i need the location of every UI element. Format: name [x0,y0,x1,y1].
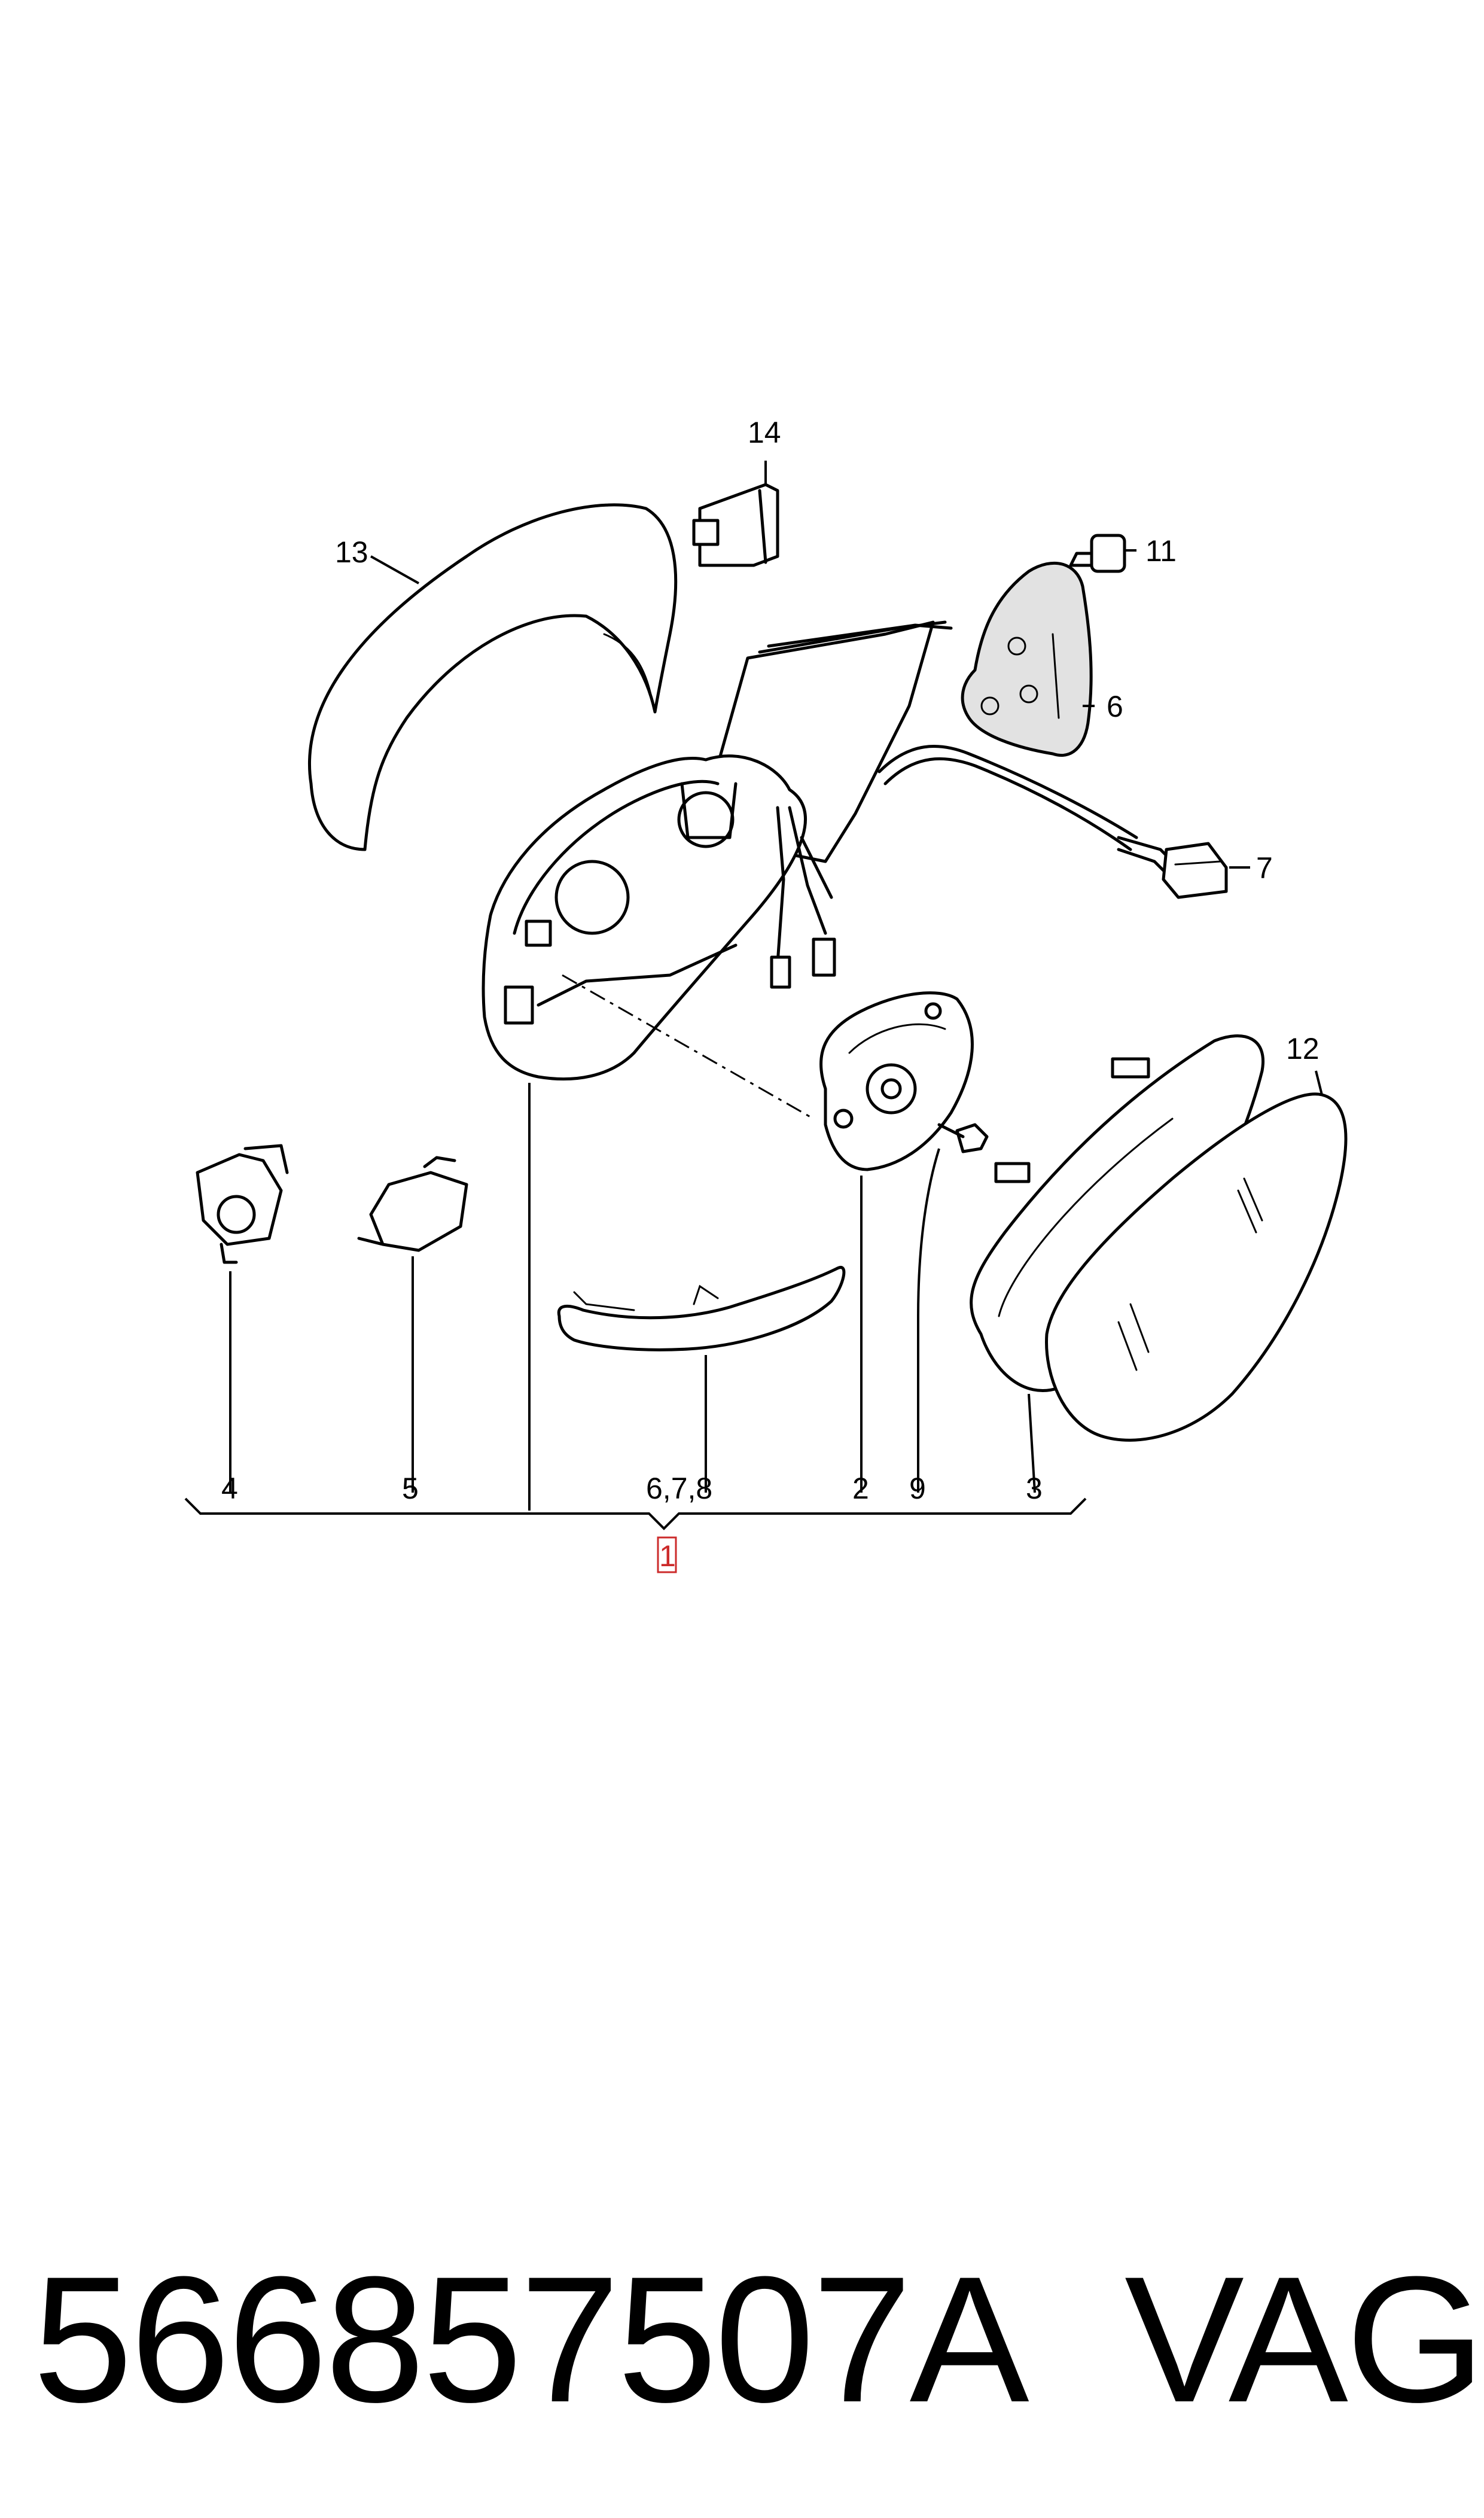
part-12-mirror-glass [1045,1092,1348,1442]
callout-3: 3 [1026,1472,1043,1505]
callout-5: 5 [402,1472,419,1505]
part-2-adjustment-motor [819,991,974,1171]
leader-lines [184,461,1323,1530]
callout-6-7-8: 6,7,8 [646,1472,712,1505]
callout-13: 13 [335,535,368,569]
callout-7: 7 [1256,851,1273,885]
part-9-screw [937,1123,989,1153]
callout-1: 1 [659,1539,676,1573]
part-6-heating-pad [961,561,1093,757]
callout-11: 11 [1145,534,1177,568]
callout-9: 9 [909,1472,926,1505]
part-4-lamp-module [196,1144,289,1264]
callout-labels: 13 14 11 6 7 12 4 5 6,7,8 2 9 3 1 [221,416,1320,1573]
callout-1-box [657,1536,677,1573]
part-number: 566857507A [33,2239,1029,2440]
callout-2: 2 [852,1472,869,1505]
part-13-mirror-cap [307,503,678,851]
part-1-mirror-housing [482,754,836,1081]
callout-6: 6 [1107,690,1123,723]
part-678-signal-lens [557,1266,846,1351]
part-14-module [692,483,779,567]
callout-14: 14 [748,416,781,449]
assembly-axis-line [562,974,814,1120]
part-7-wiring-harness [877,745,1228,899]
callout-12: 12 [1286,1032,1320,1065]
part-11-screw [1069,534,1126,573]
callout-4: 4 [221,1472,238,1505]
brand-name: VAG [1125,2239,1484,2440]
part-5-signal-module [357,1156,468,1252]
